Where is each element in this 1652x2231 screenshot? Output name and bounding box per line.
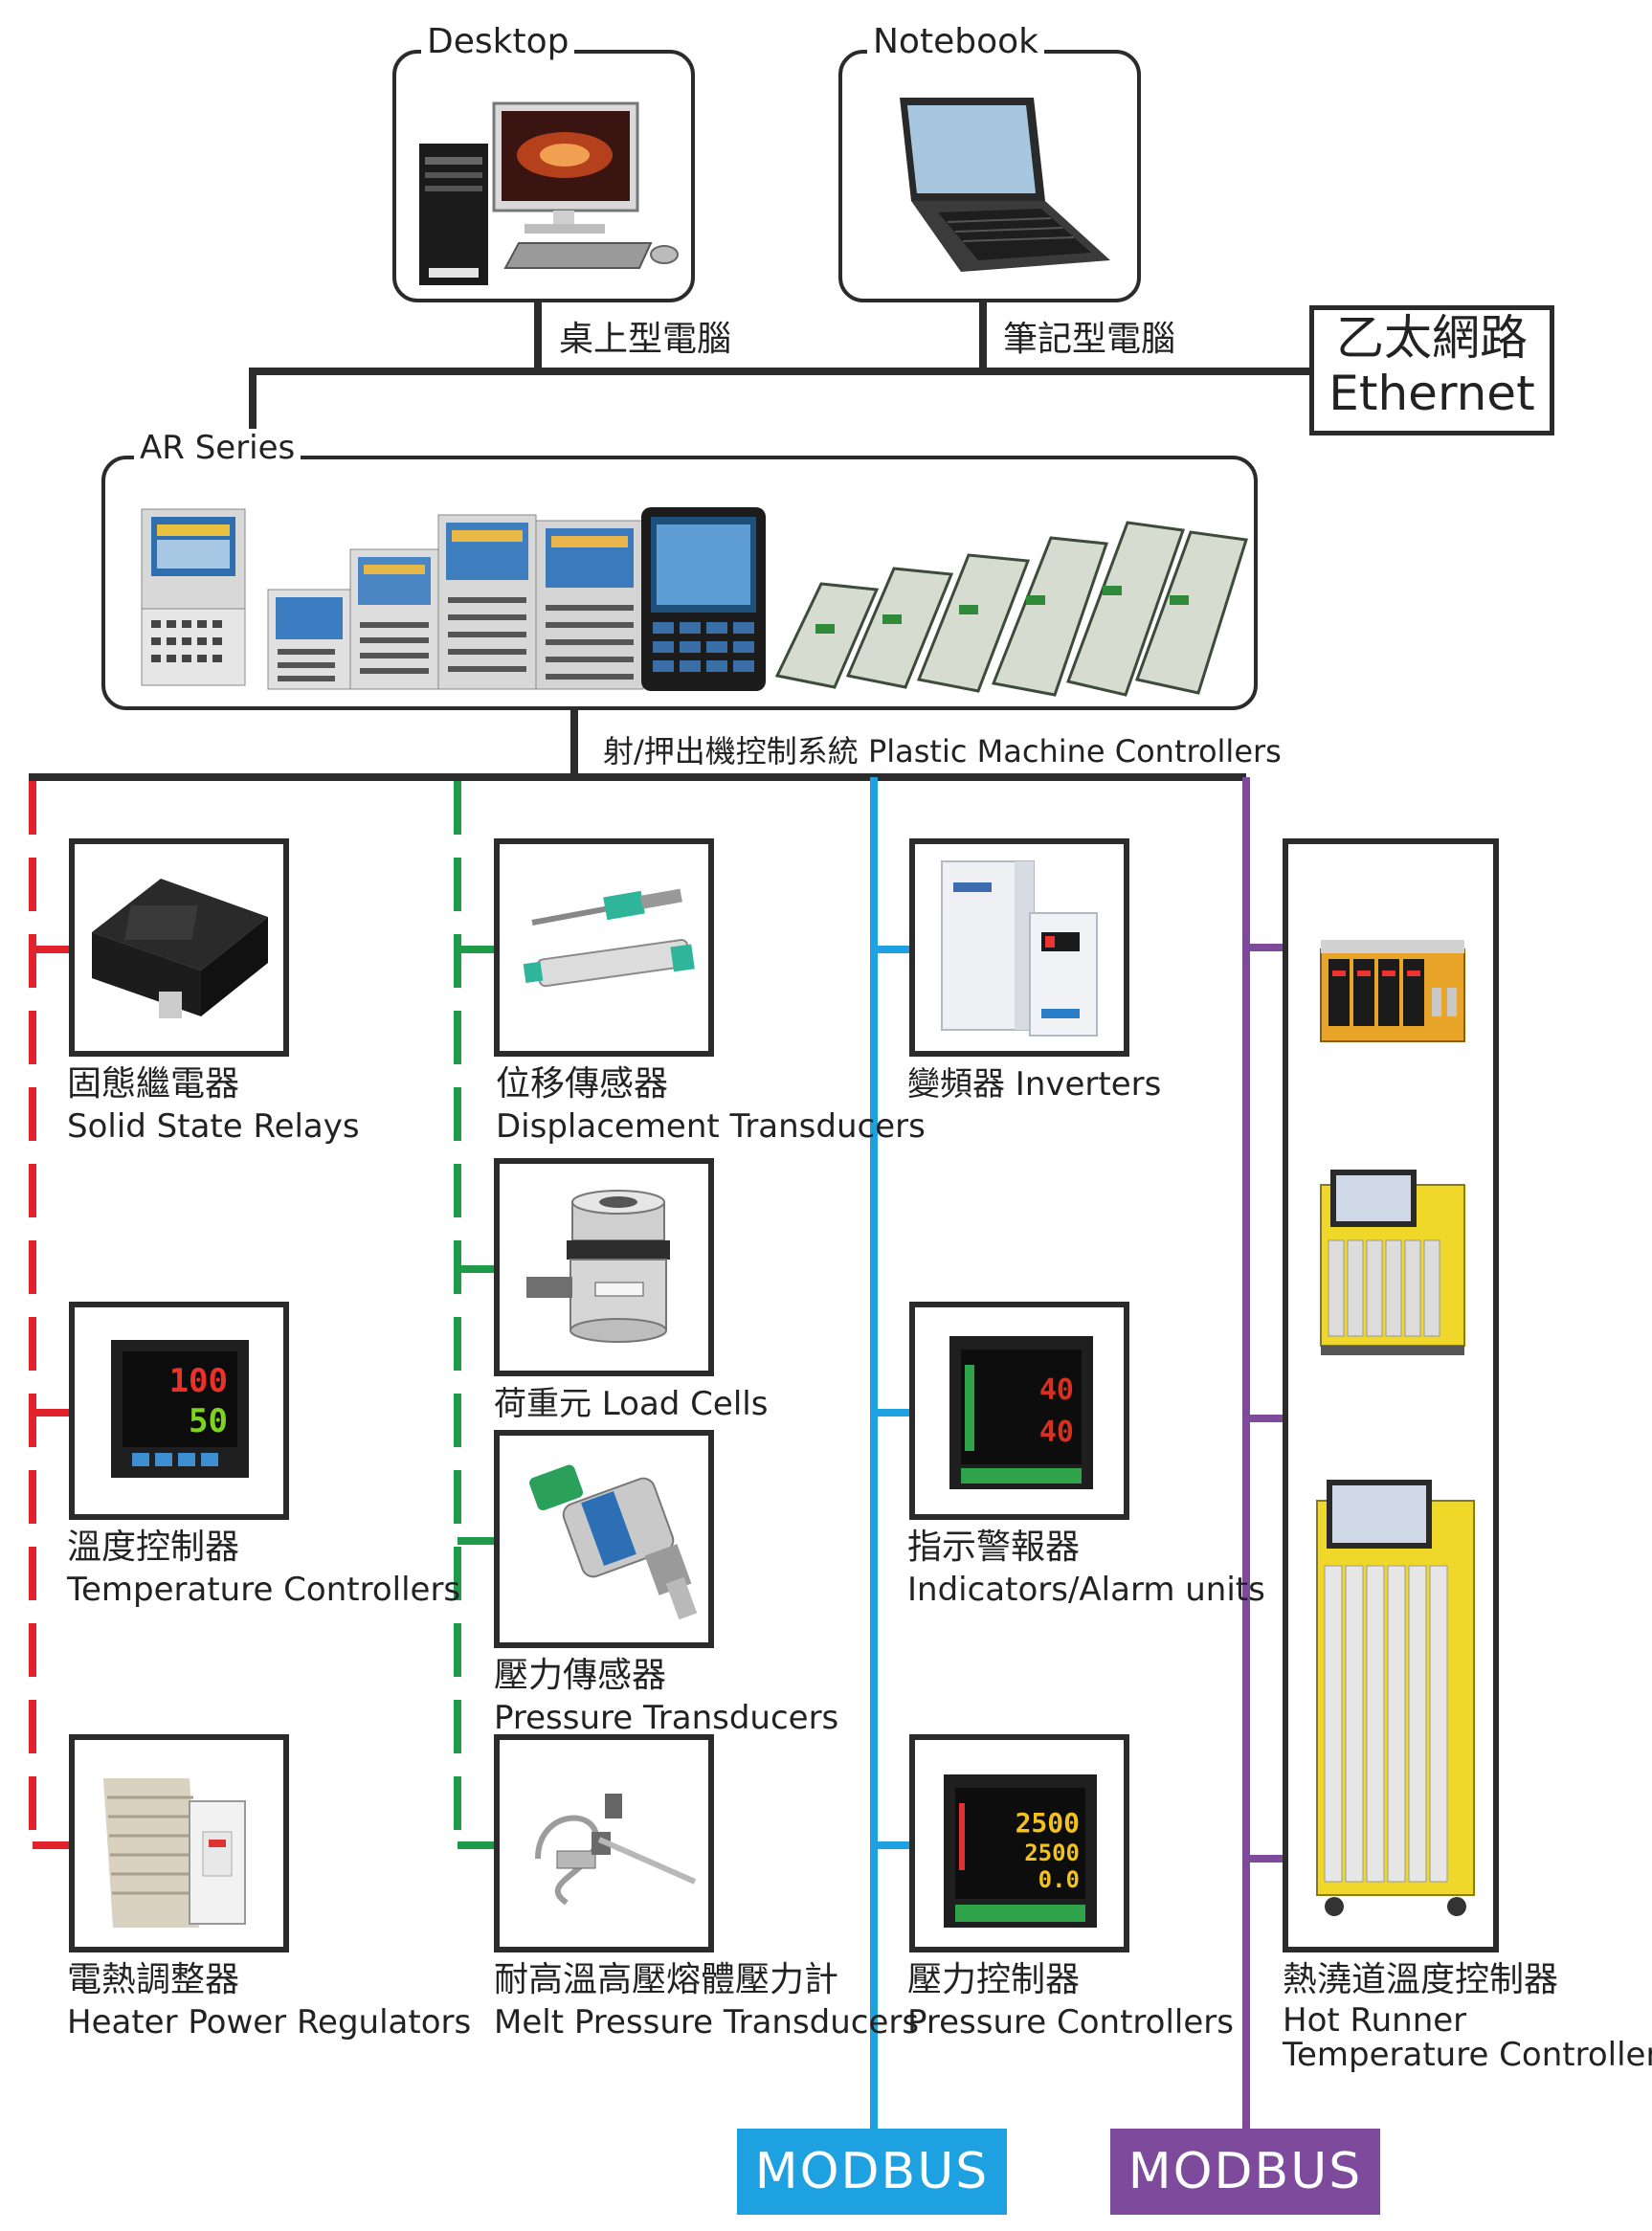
panel-controller-4 <box>437 514 537 690</box>
solid-state-relay-icon <box>92 879 268 1018</box>
load-cell-icon <box>526 1190 670 1343</box>
ind-zh: 指示警報器 <box>907 1528 1081 1567</box>
ethernet-bus <box>29 299 1315 781</box>
tc-en: Temperature Controllers <box>67 1571 461 1609</box>
inverter-box <box>909 838 1129 1057</box>
inverter-icon <box>941 860 1098 1037</box>
pc-en: Pressure Controllers <box>907 2003 1234 2041</box>
hr-en2: Temperature Controllers <box>1283 2036 1652 2074</box>
ethernet-en: Ethernet <box>1328 366 1535 421</box>
pressure-controller-box: 2500 2500 0.0 <box>909 1734 1129 1952</box>
pt-en: Pressure Transducers <box>494 1699 839 1737</box>
temperature-controller-box: 100 50 <box>69 1302 289 1520</box>
pressure-transducer-box <box>494 1430 714 1648</box>
hpr-en: Heater Power Regulators <box>67 2003 472 2041</box>
mpt-en: Melt Pressure Transducers <box>494 2003 920 2041</box>
desktop-title: Desktop <box>421 23 575 61</box>
panel-controller-2 <box>267 589 351 690</box>
indicator-alarm-icon: 40 40 <box>949 1336 1093 1489</box>
displacement-transducer-box <box>494 838 714 1057</box>
panel-controller-1 <box>141 508 246 686</box>
pc-zh: 壓力控制器 <box>907 1960 1081 1999</box>
panel-controller-3 <box>349 548 439 690</box>
modbus-purple-badge: MODBUS <box>1110 2129 1380 2215</box>
hot-runner-controllers-image <box>1316 940 1475 1916</box>
ar-series-frame <box>101 456 1258 710</box>
dt-en: Displacement Transducers <box>496 1107 926 1146</box>
heater-power-regulator-box <box>69 1734 289 1952</box>
temp-pv-display: 100 <box>169 1362 228 1400</box>
purple-branch <box>1242 777 1288 2140</box>
hot-runner-small-unit <box>1320 940 1465 1042</box>
ssr-zh: 固態繼電器 <box>67 1064 240 1104</box>
ethernet-zh: 乙太網路 <box>1336 310 1528 366</box>
notebook-frame <box>838 50 1141 302</box>
ethernet-box: 乙太網路 Ethernet <box>1309 305 1554 435</box>
blue-branch <box>870 777 913 2140</box>
ar-series-controllers-image <box>141 507 1248 697</box>
load-cell-label: 荷重元 Load Cells <box>494 1385 769 1423</box>
load-cell-box <box>494 1158 714 1376</box>
hot-runner-large-unit <box>1316 1480 1475 1916</box>
alarm-display-1: 40 <box>1039 1373 1074 1407</box>
ind-en: Indicators/Alarm units <box>907 1571 1265 1609</box>
ar-series-caption: 射/押出機控制系統 Plastic Machine Controllers <box>603 733 1282 770</box>
ar-series-title: AR Series <box>134 429 301 467</box>
modbus-blue-badge: MODBUS <box>737 2129 1007 2215</box>
red-branch <box>29 781 71 1849</box>
desktop-computer-icon <box>419 101 679 285</box>
press-display-2: 2500 <box>1024 1840 1080 1866</box>
displacement-transducer-icon <box>523 888 695 988</box>
press-display-1: 2500 <box>1016 1807 1080 1839</box>
desktop-caption: 桌上型電腦 <box>559 320 732 359</box>
notebook-title: Notebook <box>867 23 1044 61</box>
temp-sv-display: 50 <box>189 1402 228 1440</box>
hr-en1: Hot Runner <box>1283 2001 1467 2040</box>
inverter-label: 變頻器 Inverters <box>907 1065 1162 1104</box>
dt-zh: 位移傳感器 <box>496 1064 669 1104</box>
indicator-alarm-box: 40 40 <box>909 1302 1129 1520</box>
touch-panel-controller <box>641 507 766 691</box>
hot-runner-box <box>1283 838 1499 1952</box>
temperature-controller-icon: 100 50 <box>111 1340 249 1478</box>
melt-pressure-transducer-icon <box>535 1794 697 1906</box>
laptop-icon <box>900 98 1110 272</box>
panel-controller-5 <box>535 520 644 690</box>
pressure-transducer-icon <box>529 1464 698 1620</box>
io-modules <box>774 521 1248 697</box>
solid-state-relay-box <box>69 838 289 1057</box>
hpr-zh: 電熱調整器 <box>67 1960 240 1999</box>
green-branch <box>454 781 498 1849</box>
heater-power-regulator-icon <box>103 1778 246 1928</box>
hot-runner-medium-unit <box>1320 1170 1465 1355</box>
notebook-caption: 筆記型電腦 <box>1003 320 1176 359</box>
desktop-frame <box>392 50 695 302</box>
alarm-display-2: 40 <box>1039 1416 1074 1449</box>
tc-zh: 溫度控制器 <box>67 1528 240 1567</box>
pt-zh: 壓力傳感器 <box>494 1656 667 1695</box>
ssr-en: Solid State Relays <box>67 1107 360 1146</box>
mpt-zh: 耐高溫高壓熔體壓力計 <box>494 1960 839 1999</box>
hr-zh: 熱澆道溫度控制器 <box>1283 1960 1559 1999</box>
pressure-controller-icon: 2500 2500 0.0 <box>944 1774 1097 1928</box>
melt-pressure-transducer-box <box>494 1734 714 1952</box>
press-display-3: 0.0 <box>1038 1866 1080 1893</box>
